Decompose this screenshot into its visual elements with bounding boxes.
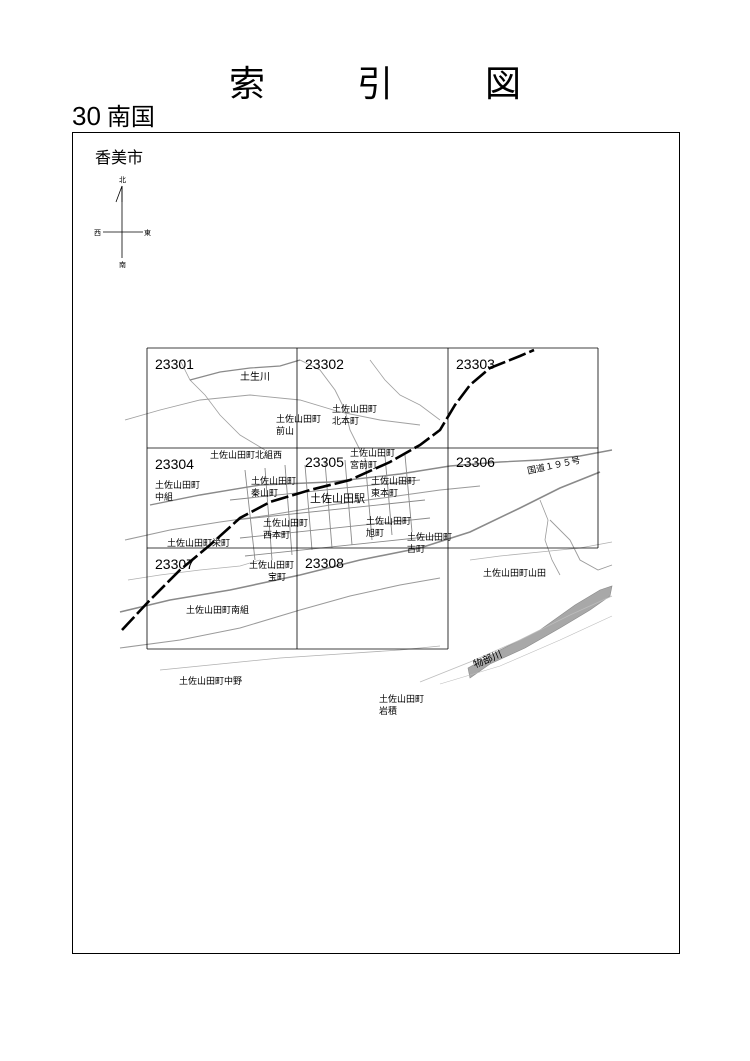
label-kitagumi-nishi: 土佐山田町北組西 [210,449,282,461]
road-label: 国道１９５号 [526,454,581,477]
city-name: 香美市 [95,148,144,167]
railway-line [121,348,535,631]
label-takara-1: 土佐山田町 [249,559,294,571]
title-char-2: 引 [356,64,393,105]
river-label-tosho: 土生川 [240,370,270,383]
label-sakae: 土佐山田町栄町 [167,537,230,549]
label-nishihon-1: 土佐山田町 [263,517,308,529]
page-title: 索引図 [0,55,750,107]
cell-23301[interactable]: 23301 [155,356,194,372]
label-furu-1: 土佐山田町 [407,531,452,543]
label-yamada: 土佐山田町山田 [483,567,546,579]
river-label-monobe: 物部川 [471,647,504,670]
base-map [119,348,613,685]
label-station: 土佐山田駅 [310,491,365,505]
map-frame [72,132,680,954]
sheet-number: 30 [72,101,101,131]
label-miyanomae-1: 土佐山田町 [350,447,395,459]
tosho-river [189,359,301,381]
cell-23306[interactable]: 23306 [456,454,495,470]
label-minami: 土佐山田町南組 [186,604,249,616]
label-higashihon-2: 東本町 [371,487,398,499]
label-takara-2: 宝町 [268,571,286,583]
label-nakagumi-1: 土佐山田町 [155,479,200,491]
label-nakano: 土佐山田町中野 [179,675,242,687]
label-hatayama-1: 土佐山田町 [251,475,296,487]
cell-23305[interactable]: 23305 [305,454,344,470]
compass-west-label: 西 [94,229,101,237]
label-asahi-2: 旭町 [366,527,384,539]
cell-23302[interactable]: 23302 [305,356,344,372]
label-higashihon-1: 土佐山田町 [371,475,416,487]
label-maeyama-2: 前山 [276,425,294,437]
compass-rose: 北 南 東 西 [94,176,151,269]
label-iwazumi-1: 土佐山田町 [379,693,424,705]
cell-23304[interactable]: 23304 [155,456,194,472]
sheet-name: 南国 [106,103,155,131]
label-furu-2: 古町 [407,543,425,555]
label-nakagumi-2: 中組 [155,491,173,503]
label-maeyama-1: 土佐山田町 [276,413,321,425]
title-char-3: 図 [485,64,522,105]
label-hatayama-2: 秦山町 [251,487,278,499]
grid-overlay [146,347,599,650]
place-labels: 土生川 土佐山田町 前山 土佐山田町 北本町 土佐山田町北組西 土佐山田町 宮前… [155,370,581,717]
cell-23303[interactable]: 23303 [456,356,495,372]
label-iwazumi-2: 岩積 [379,705,397,717]
label-miyanomae-2: 宮前町 [350,459,377,471]
cell-23308[interactable]: 23308 [305,555,344,571]
compass-east-label: 東 [144,228,151,237]
title-char-1: 索 [228,64,265,105]
label-asahi-1: 土佐山田町 [366,515,411,527]
grid-cell-labels: 23301 23302 23303 23304 23305 23306 2330… [155,356,495,572]
label-nishihon-2: 西本町 [263,529,290,541]
cell-23307[interactable]: 23307 [155,556,194,572]
compass-north-label: 北 [119,176,126,184]
label-kitamoto-2: 北本町 [332,415,359,427]
compass-south-label: 南 [119,260,126,269]
label-kitamoto-1: 土佐山田町 [332,403,377,415]
